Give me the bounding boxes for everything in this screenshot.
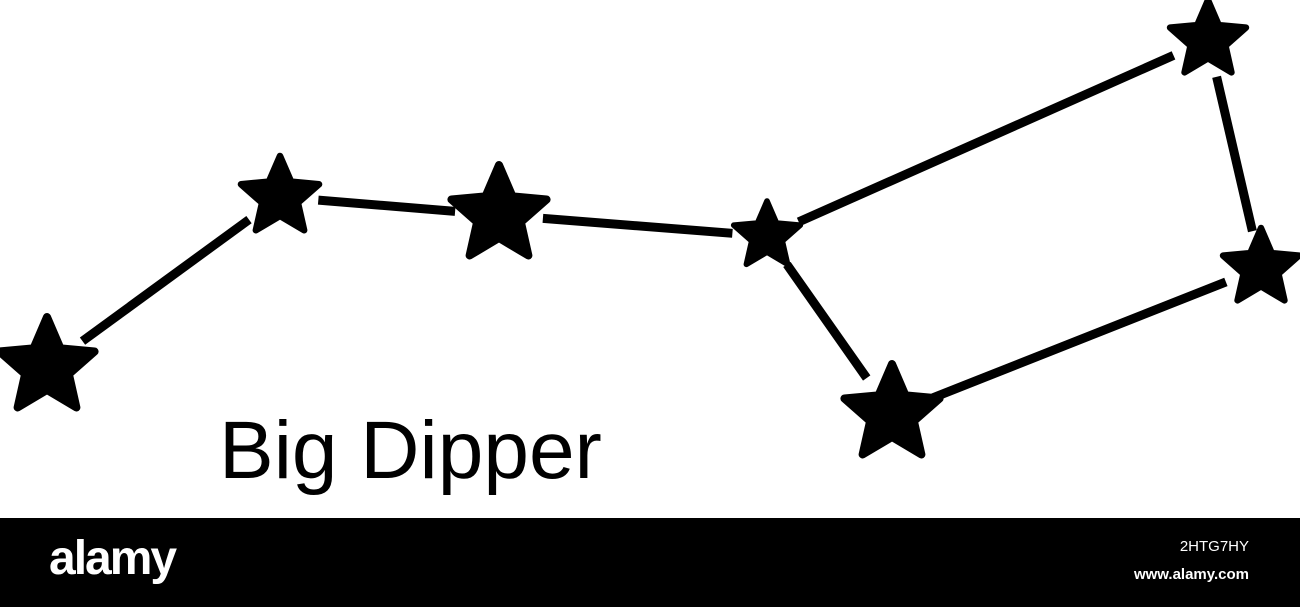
star-3-icon xyxy=(447,161,551,260)
watermark-url: www.alamy.com xyxy=(1133,566,1249,583)
star-4-icon xyxy=(730,198,804,268)
connection-line-star-2-star-3 xyxy=(317,195,456,216)
star-6-icon xyxy=(1219,224,1300,304)
connection-line-star-7-star-4 xyxy=(783,261,871,381)
constellation-svg xyxy=(0,0,1300,459)
star-2-icon xyxy=(237,152,323,234)
alamy-logo: alamy xyxy=(49,532,177,585)
connection-line-star-3-star-4 xyxy=(542,213,733,238)
connection-line-star-4-star-5 xyxy=(796,51,1176,227)
connection-line-star-5-star-6 xyxy=(1212,75,1257,233)
constellation-stars xyxy=(0,0,1300,459)
connection-line-star-1-star-2 xyxy=(79,215,252,345)
watermark-footer: alamy 2HTG7HY www.alamy.com xyxy=(0,518,1300,607)
connection-line-star-6-star-7 xyxy=(931,277,1228,402)
star-5-icon xyxy=(1166,0,1250,76)
image-id: 2HTG7HY xyxy=(1179,538,1249,555)
constellation-diagram: Big Dipper xyxy=(0,0,1300,496)
connection-lines xyxy=(79,51,1257,402)
diagram-caption: Big Dipper xyxy=(219,405,602,496)
star-1-icon xyxy=(0,313,99,412)
star-7-icon xyxy=(840,360,944,459)
